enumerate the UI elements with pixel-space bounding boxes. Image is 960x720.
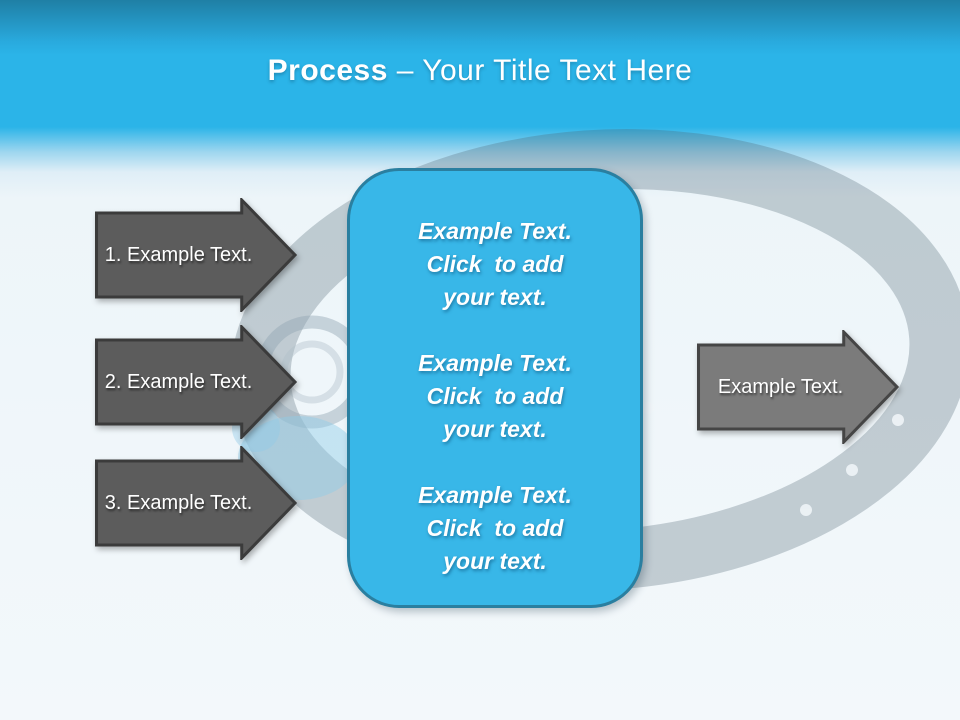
slide-title[interactable]: Process – Your Title Text Here bbox=[0, 54, 960, 88]
text-placeholder-2[interactable]: Example Text. Click to add your text. bbox=[350, 347, 640, 446]
arrow-right-shape bbox=[95, 325, 297, 439]
placeholder-line: Example Text. bbox=[418, 482, 572, 508]
process-step-arrow-1[interactable]: 1. Example Text. bbox=[95, 198, 297, 312]
title-keyword: Process bbox=[267, 54, 388, 87]
step-3-label[interactable]: 3. Example Text. bbox=[104, 491, 253, 514]
arrow-polygon bbox=[95, 325, 297, 439]
arrow-right-shape bbox=[95, 446, 297, 560]
arrow-polygon bbox=[697, 330, 899, 444]
text-placeholder-1[interactable]: Example Text. Click to add your text. bbox=[350, 215, 640, 314]
step-1-label[interactable]: 1. Example Text. bbox=[104, 243, 253, 266]
title-subtitle: – Your Title Text Here bbox=[387, 54, 693, 87]
placeholder-line: Click to add bbox=[426, 515, 564, 541]
placeholder-line: Click to add bbox=[426, 251, 564, 277]
process-output-arrow[interactable]: Example Text. bbox=[697, 330, 899, 444]
output-label[interactable]: Example Text. bbox=[717, 375, 844, 398]
placeholder-line: Example Text. bbox=[418, 350, 572, 376]
placeholder-line: your text. bbox=[443, 548, 547, 574]
arrow-right-shape bbox=[95, 198, 297, 312]
arrow-polygon bbox=[95, 198, 297, 312]
arrow-right-shape bbox=[697, 330, 899, 444]
placeholder-line: Click to add bbox=[426, 383, 564, 409]
arrow-polygon bbox=[95, 446, 297, 560]
center-text-box[interactable]: Example Text. Click to add your text. Ex… bbox=[347, 168, 643, 608]
step-2-label[interactable]: 2. Example Text. bbox=[104, 370, 253, 393]
placeholder-line: your text. bbox=[443, 284, 547, 310]
process-step-arrow-3[interactable]: 3. Example Text. bbox=[95, 446, 297, 560]
process-step-arrow-2[interactable]: 2. Example Text. bbox=[95, 325, 297, 439]
placeholder-line: your text. bbox=[443, 416, 547, 442]
text-placeholder-3[interactable]: Example Text. Click to add your text. bbox=[350, 479, 640, 578]
placeholder-line: Example Text. bbox=[418, 218, 572, 244]
